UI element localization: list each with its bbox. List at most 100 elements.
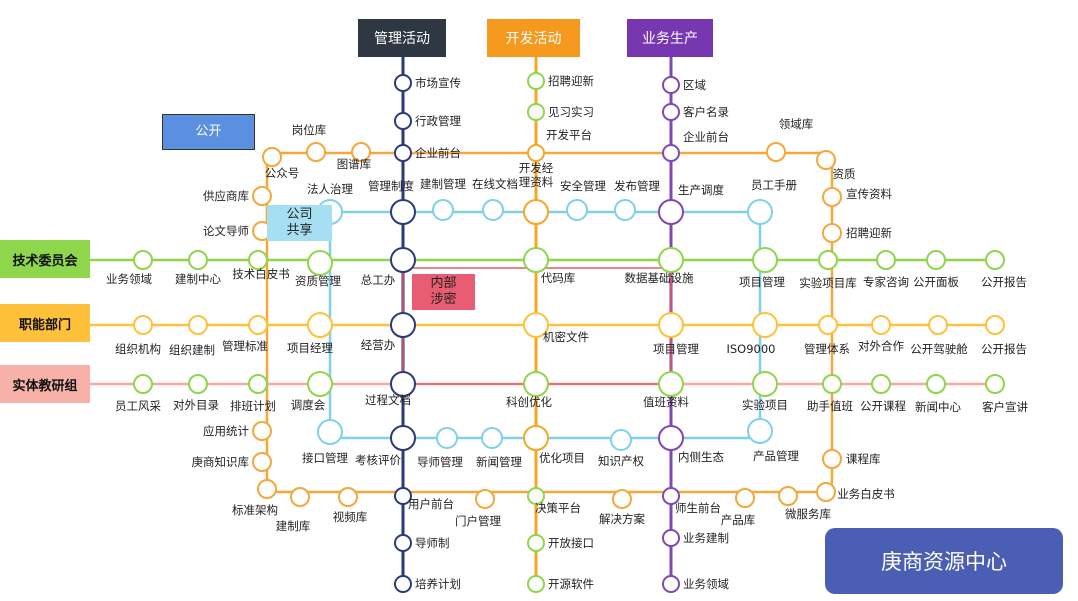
station-sh-13[interactable] (317, 419, 343, 445)
station-fn-2[interactable] (871, 315, 891, 335)
station-tc-3[interactable] (926, 250, 946, 270)
station-bz-4[interactable] (658, 247, 684, 273)
station-tc-1[interactable] (188, 250, 208, 270)
station-dv-4[interactable] (523, 247, 549, 273)
station-mg-1[interactable] (394, 112, 412, 130)
station-mg-10[interactable] (394, 575, 412, 593)
station-ring-18[interactable] (822, 449, 842, 469)
station-bz-0[interactable] (662, 76, 680, 94)
station-ring-8[interactable] (252, 421, 272, 441)
station-sh-4[interactable] (614, 199, 636, 221)
station-bz-5[interactable] (658, 312, 684, 338)
station-ring-1[interactable] (262, 147, 282, 167)
station-bz-8[interactable] (662, 487, 680, 505)
resource-center-button[interactable]: 庚商资源中心 (825, 528, 1063, 594)
station-bz-9[interactable] (662, 529, 680, 547)
station-lb-3[interactable] (926, 374, 946, 394)
station-bz-2[interactable] (662, 144, 680, 162)
station-bz-7[interactable] (658, 425, 684, 451)
station-mg-5[interactable] (390, 312, 416, 338)
station-ring-0[interactable] (306, 142, 326, 162)
station-label-dv-7: 优化项目 (539, 451, 585, 465)
station-lb-4[interactable] (985, 374, 1005, 394)
station-sh-12[interactable] (436, 427, 458, 449)
station-label-mg-9: 导师制 (415, 536, 450, 550)
station-ring-20[interactable] (818, 315, 838, 335)
station-ring-23[interactable] (822, 187, 842, 207)
station-tc-4[interactable] (985, 250, 1005, 270)
station-ring-5[interactable] (248, 250, 268, 270)
station-dv-3[interactable] (523, 199, 549, 225)
station-ring-11[interactable] (290, 487, 310, 507)
station-bz-6[interactable] (658, 371, 684, 397)
station-dv-9[interactable] (527, 534, 545, 552)
station-ring-9[interactable] (252, 452, 272, 472)
station-fn-0[interactable] (133, 315, 153, 335)
station-ring-12[interactable] (338, 487, 358, 507)
station-ring-22[interactable] (822, 223, 842, 243)
station-label-tc-3: 公开面板 (913, 275, 959, 289)
station-mg-8[interactable] (394, 487, 412, 505)
station-mg-9[interactable] (394, 534, 412, 552)
station-label-ring-6: 管理标准 (222, 339, 268, 353)
station-mg-4[interactable] (390, 247, 416, 273)
station-ring-3[interactable] (252, 186, 272, 206)
station-mg-0[interactable] (394, 74, 412, 92)
station-sh-5[interactable] (747, 199, 773, 225)
station-fn-1[interactable] (188, 315, 208, 335)
station-sh-11[interactable] (481, 427, 503, 449)
station-sh-10[interactable] (610, 429, 632, 451)
station-sh-16[interactable] (307, 250, 333, 276)
station-ring-15[interactable] (735, 488, 755, 508)
station-ring-7[interactable] (248, 374, 268, 394)
station-mg-3[interactable] (390, 199, 416, 225)
station-tc-0[interactable] (133, 250, 153, 270)
station-sh-6[interactable] (752, 247, 778, 273)
station-sh-15[interactable] (307, 312, 333, 338)
station-sh-7[interactable] (752, 312, 778, 338)
station-sh-3[interactable] (566, 199, 588, 221)
line-public-ring (265, 151, 834, 494)
station-sh-9[interactable] (747, 418, 773, 444)
station-mg-7[interactable] (390, 425, 416, 451)
station-lb-1[interactable] (188, 374, 208, 394)
station-label-lb-2: 公开课程 (860, 399, 906, 413)
station-ring-6[interactable] (248, 315, 268, 335)
station-sh-8[interactable] (752, 371, 778, 397)
station-dv-1[interactable] (527, 103, 545, 121)
station-lb-2[interactable] (871, 374, 891, 394)
station-fn-4[interactable] (985, 315, 1005, 335)
zone-internal-secret-label: 内部 涉密 (430, 276, 457, 307)
station-label-dv-6: 科创优化 (506, 395, 552, 409)
station-ring-24[interactable] (816, 150, 836, 170)
station-sh-2[interactable] (482, 199, 504, 221)
station-fn-3[interactable] (928, 315, 948, 335)
station-sh-1[interactable] (432, 199, 454, 221)
station-dv-5[interactable] (523, 312, 549, 338)
station-ring-25[interactable] (766, 142, 786, 162)
station-bz-3[interactable] (658, 199, 684, 225)
station-sh-14[interactable] (307, 371, 333, 397)
station-ring-19[interactable] (822, 374, 842, 394)
station-mg-6[interactable] (390, 371, 416, 397)
station-dv-2[interactable] (527, 144, 545, 162)
station-bz-1[interactable] (662, 103, 680, 121)
station-ring-2[interactable] (351, 142, 371, 162)
station-ring-10[interactable] (257, 479, 277, 499)
station-dv-8[interactable] (527, 487, 545, 505)
station-lb-0[interactable] (133, 374, 153, 394)
station-tc-2[interactable] (876, 250, 896, 270)
station-label-lb-3: 新闻中心 (915, 400, 961, 414)
station-ring-13[interactable] (475, 489, 495, 509)
station-dv-10[interactable] (527, 575, 545, 593)
station-label-tc-4: 公开报告 (981, 275, 1027, 289)
station-mg-2[interactable] (394, 144, 412, 162)
station-dv-6[interactable] (523, 371, 549, 397)
station-bz-10[interactable] (662, 575, 680, 593)
station-ring-16[interactable] (778, 486, 798, 506)
station-ring-21[interactable] (818, 250, 838, 270)
station-ring-17[interactable] (816, 482, 836, 502)
station-dv-7[interactable] (523, 425, 549, 451)
station-dv-0[interactable] (527, 72, 545, 90)
station-ring-14[interactable] (612, 489, 632, 509)
